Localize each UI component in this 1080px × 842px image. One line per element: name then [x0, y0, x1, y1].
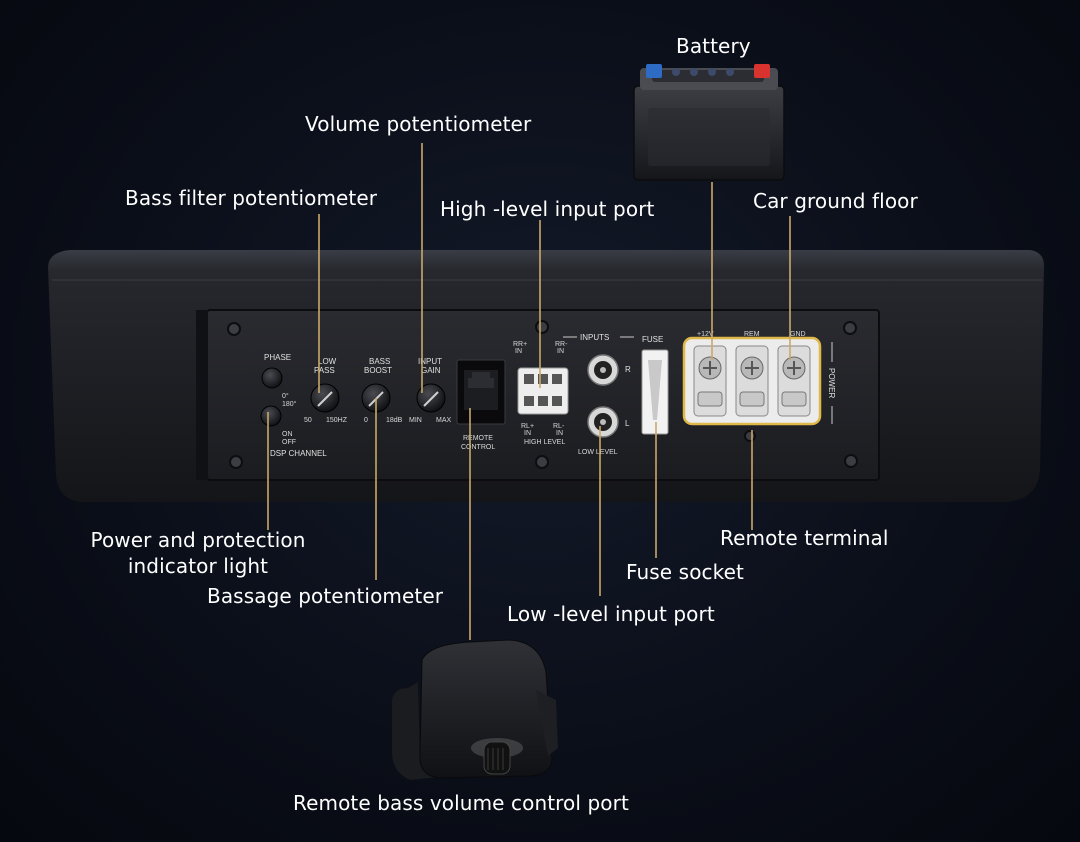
phase-label: PHASE: [264, 353, 291, 362]
low-pass-knob-group: LOW PASS 50 150HZ: [304, 357, 348, 424]
svg-text:RR-: RR-: [555, 341, 568, 348]
svg-text:IN: IN: [557, 348, 564, 355]
fuse-socket-label: Fuse socket: [626, 560, 744, 584]
svg-text:BOOST: BOOST: [364, 366, 392, 375]
svg-text:RL-: RL-: [553, 423, 565, 430]
svg-text:L: L: [625, 419, 630, 428]
svg-text:INPUT: INPUT: [418, 357, 442, 366]
rca-left-jack[interactable]: [587, 406, 619, 438]
svg-text:PASS: PASS: [314, 366, 335, 375]
svg-text:RL+: RL+: [521, 423, 534, 430]
svg-text:LOW LEVEL: LOW LEVEL: [578, 449, 618, 456]
svg-text:INPUTS: INPUTS: [580, 333, 609, 342]
car-ground-floor-label: Car ground floor: [753, 189, 918, 213]
high-level-connector-group: RR+ IN RR- IN RL+ IN RL- IN HIGH LEVEL: [513, 341, 569, 446]
remote-bass-controller: [392, 639, 558, 780]
remote-bass-control-label: Remote bass volume control port: [293, 791, 629, 815]
high-level-input-label: High -level input port: [440, 197, 655, 221]
phase-switch[interactable]: [261, 367, 283, 389]
input-gain-knob-group: INPUT GAIN MIN MAX: [409, 357, 452, 424]
power-terminal-group: +12V REM GND POWER: [682, 331, 836, 426]
svg-text:GAIN: GAIN: [421, 366, 441, 375]
svg-text:IN: IN: [515, 348, 522, 355]
svg-text:MAX: MAX: [436, 417, 452, 424]
low-level-input-label: Low -level input port: [507, 602, 715, 626]
svg-text:MIN: MIN: [409, 417, 422, 424]
terminal-rem[interactable]: [735, 345, 769, 417]
low-level-inputs-group: INPUTS R L LOW LEVEL: [563, 333, 634, 456]
svg-text:R: R: [625, 365, 631, 374]
bassage-potentiometer-label: Bassage potentiometer: [207, 584, 444, 608]
leader-lines: [267, 143, 791, 640]
terminal-12v[interactable]: [693, 345, 727, 417]
remote-control-jack-group: REMOTE CONTROL: [456, 359, 506, 451]
svg-text:ON: ON: [282, 431, 293, 438]
svg-text:GND: GND: [790, 331, 806, 338]
bass-filter-potentiometer-label: Bass filter potentiometer: [125, 186, 378, 210]
svg-text:POWER: POWER: [827, 368, 836, 398]
svg-text:IN: IN: [524, 430, 531, 437]
terminal-gnd[interactable]: [777, 345, 811, 417]
svg-text:LOW: LOW: [318, 357, 337, 366]
svg-text:150HZ: 150HZ: [326, 417, 348, 424]
svg-text:BASS: BASS: [369, 357, 390, 366]
svg-text:50: 50: [304, 417, 312, 424]
svg-text:0°: 0°: [282, 392, 289, 400]
battery-negative-terminal: [646, 64, 662, 78]
battery-illustration: [633, 64, 785, 181]
svg-text:CONTROL: CONTROL: [461, 444, 495, 451]
svg-text:OFF: OFF: [282, 439, 296, 446]
panel-screws: [227, 320, 858, 469]
svg-text:RR+: RR+: [513, 341, 527, 348]
volume-potentiometer-label: Volume potentiometer: [305, 112, 532, 136]
phase-section: PHASE 0° 180° ON OFF DSP CHANNEL: [260, 353, 327, 458]
battery-positive-terminal: [754, 64, 770, 78]
svg-text:FUSE: FUSE: [642, 335, 663, 344]
svg-text:0: 0: [364, 417, 368, 424]
fuse-group: FUSE: [641, 335, 669, 435]
svg-text:REMOTE: REMOTE: [463, 435, 493, 442]
svg-text:180°: 180°: [282, 400, 297, 408]
dsp-channel-label: DSP CHANNEL: [270, 449, 327, 458]
svg-text:18dB: 18dB: [386, 417, 403, 424]
svg-text:IN: IN: [556, 430, 563, 437]
svg-text:+12V: +12V: [697, 331, 714, 338]
rca-right-jack[interactable]: [587, 354, 619, 386]
svg-text:HIGH LEVEL: HIGH LEVEL: [524, 439, 565, 446]
dsp-channel-switch[interactable]: [260, 405, 282, 427]
svg-text:REM: REM: [744, 331, 760, 338]
remote-terminal-label: Remote terminal: [720, 526, 889, 550]
battery-label: Battery: [676, 34, 751, 58]
power-protection-indicator-label: Power and protection indicator light: [90, 528, 306, 578]
